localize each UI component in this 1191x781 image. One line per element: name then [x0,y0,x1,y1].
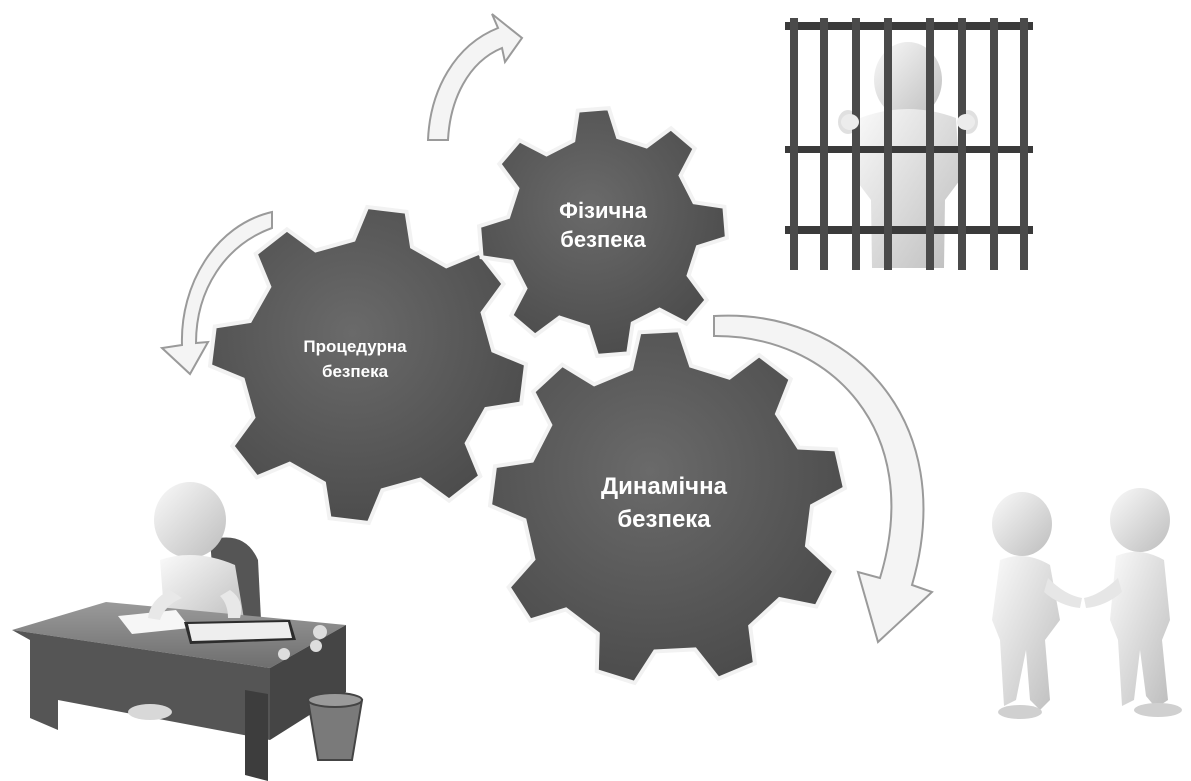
gear-physical-label-line1: Фізична [559,198,647,223]
two-people-handshake-icon [992,488,1182,719]
gear-dynamic-label-line1: Динамічна [601,473,728,500]
gear-procedural-label-line1: Процедурна [303,337,407,356]
arrow-up-right [428,14,522,140]
gear-procedural-label-line2: безпека [322,362,389,381]
gear-dynamic-label-line2: безпека [617,506,711,533]
person-writing-at-desk-icon [12,482,362,781]
gear-physical-security: Фізична безпека [479,108,727,356]
gear-procedural-security: Процедурна безпека [210,207,526,523]
gear-dynamic-security: Динамічна безпека [490,330,845,683]
gear-physical-label-line2: безпека [560,227,646,252]
prisoner-behind-bars-icon [785,18,1033,270]
